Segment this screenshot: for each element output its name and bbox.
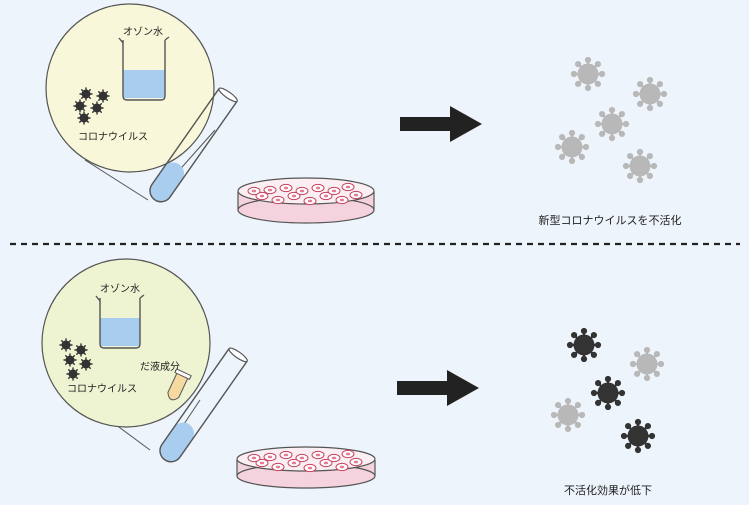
mini-virus bbox=[96, 89, 110, 103]
coronavirus-icon bbox=[570, 56, 606, 92]
mini-virus bbox=[73, 99, 87, 113]
result-label: 不活化効果が低下 bbox=[564, 483, 652, 497]
coronavirus-icon bbox=[622, 148, 658, 184]
top-panel: オゾン水 コロナウイルス bbox=[45, 3, 682, 227]
petri-dish-icon bbox=[237, 177, 375, 224]
beaker-icon bbox=[95, 294, 145, 349]
mini-virus bbox=[79, 357, 93, 371]
coronavirus-icon bbox=[629, 346, 665, 382]
coronavirus-icon bbox=[550, 397, 586, 433]
mini-virus bbox=[77, 111, 91, 125]
mini-virus bbox=[66, 367, 80, 381]
coronavirus-icon bbox=[590, 375, 626, 411]
coronavirus-icon bbox=[554, 129, 590, 165]
test-tube-icon bbox=[149, 87, 238, 203]
mini-virus bbox=[63, 353, 77, 367]
result-label: 新型コロナウイルスを不活化 bbox=[539, 213, 682, 227]
petri-dish-icon bbox=[236, 446, 376, 489]
active-viruses bbox=[550, 327, 665, 454]
mini-virus bbox=[90, 101, 104, 115]
bottom-panel: オゾン水 コロナウイルス だ液成分 bbox=[41, 258, 665, 497]
saliva-label: だ液成分 bbox=[140, 360, 180, 373]
test-tube-icon bbox=[159, 347, 248, 463]
mini-virus bbox=[74, 343, 88, 357]
mini-virus bbox=[59, 338, 73, 352]
coronavirus-icon bbox=[566, 327, 602, 363]
virus-label: コロナウイルス bbox=[78, 131, 148, 143]
beaker-label: オゾン水 bbox=[100, 283, 140, 295]
coronavirus-icon bbox=[620, 418, 656, 454]
right-arrow-icon bbox=[397, 370, 479, 406]
beaker-label: オゾン水 bbox=[123, 26, 163, 38]
mini-virus bbox=[79, 87, 93, 101]
right-arrow-icon bbox=[400, 106, 482, 142]
virus-label: コロナウイルス bbox=[67, 383, 137, 395]
coronavirus-icon bbox=[632, 76, 668, 112]
inactivated-viruses bbox=[554, 56, 668, 184]
sample-tube-icon bbox=[167, 368, 192, 401]
beaker-icon bbox=[118, 36, 170, 101]
coronavirus-icon bbox=[594, 106, 630, 142]
